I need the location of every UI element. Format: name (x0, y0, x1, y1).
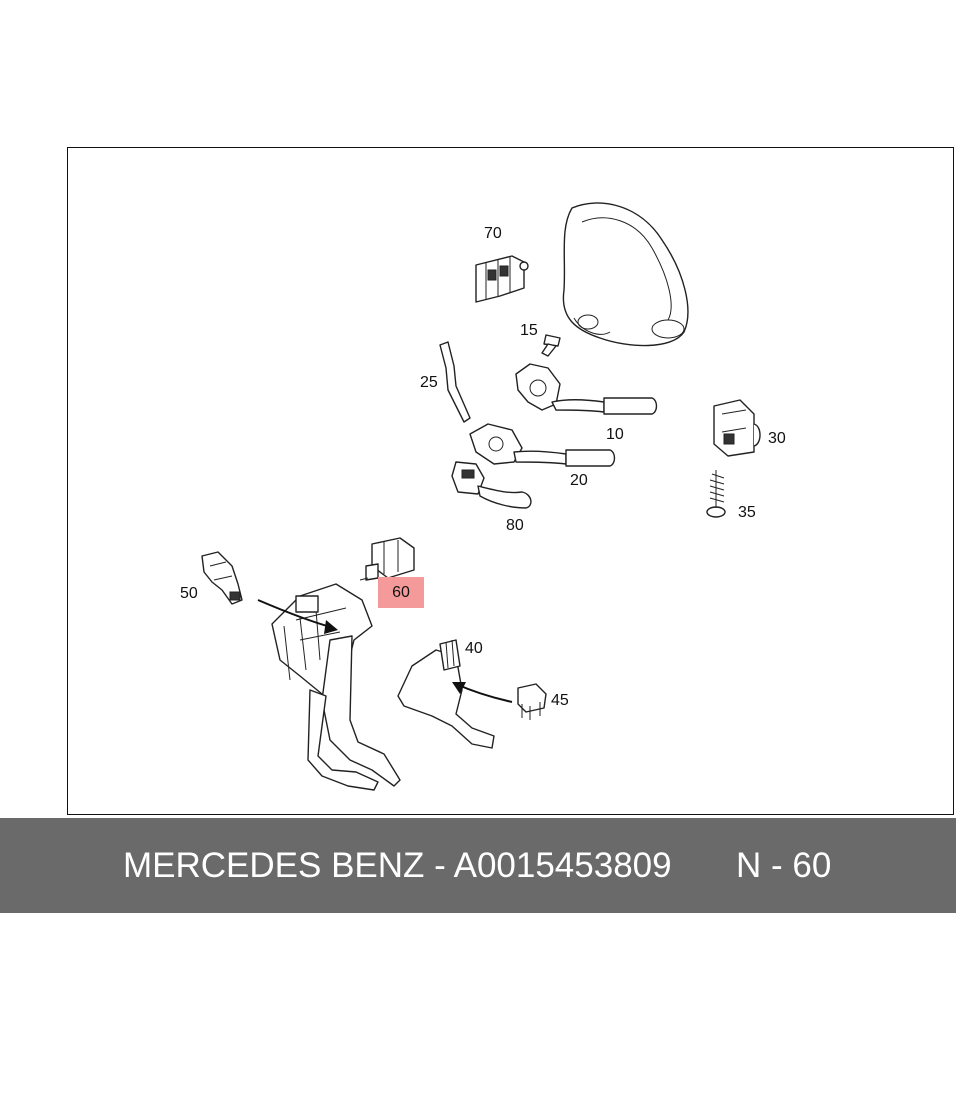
callout-60-highlight (378, 577, 424, 608)
callout-45: 45 (551, 692, 569, 709)
callout-40: 40 (465, 640, 483, 657)
callout-30: 30 (768, 430, 786, 447)
part-70-switch (475, 255, 529, 303)
callout-80: 80 (506, 517, 524, 534)
callout-20: 20 (570, 472, 588, 489)
part-25-rod (439, 341, 471, 423)
part-50-switch (201, 551, 243, 605)
part-40-bracket (397, 639, 495, 749)
position-reference: N - 60 (736, 846, 832, 885)
part-20-switch (469, 423, 616, 467)
callout-25: 25 (420, 374, 438, 391)
part-80-switch (451, 461, 532, 509)
arrow-head-left (324, 620, 338, 634)
callout-15: 15 (520, 322, 538, 339)
callout-10: 10 (606, 426, 624, 443)
part-35-spring (706, 470, 726, 518)
callout-60: 60 (392, 584, 410, 601)
steering-wheel (562, 202, 689, 347)
callout-35: 35 (738, 504, 756, 521)
diagram-frame (67, 147, 954, 815)
callout-70: 70 (484, 225, 502, 242)
assembly-arrows (257, 599, 513, 703)
part-60-switch (359, 537, 415, 581)
part-45-clip (517, 683, 547, 720)
part-15-screw (541, 334, 561, 357)
part-30-connector (713, 399, 761, 457)
part-number-caption: MERCEDES BENZ - A0015453809 (123, 846, 672, 885)
pedal-assembly (271, 583, 401, 791)
caption-bar: MERCEDES BENZ - A0015453809 N - 60 (0, 818, 956, 913)
arrow-head-right (452, 682, 466, 694)
callout-50: 50 (180, 585, 198, 602)
part-10-switch (515, 363, 658, 415)
parts-diagram: 70 15 25 10 30 20 35 80 50 40 45 (180, 202, 786, 791)
